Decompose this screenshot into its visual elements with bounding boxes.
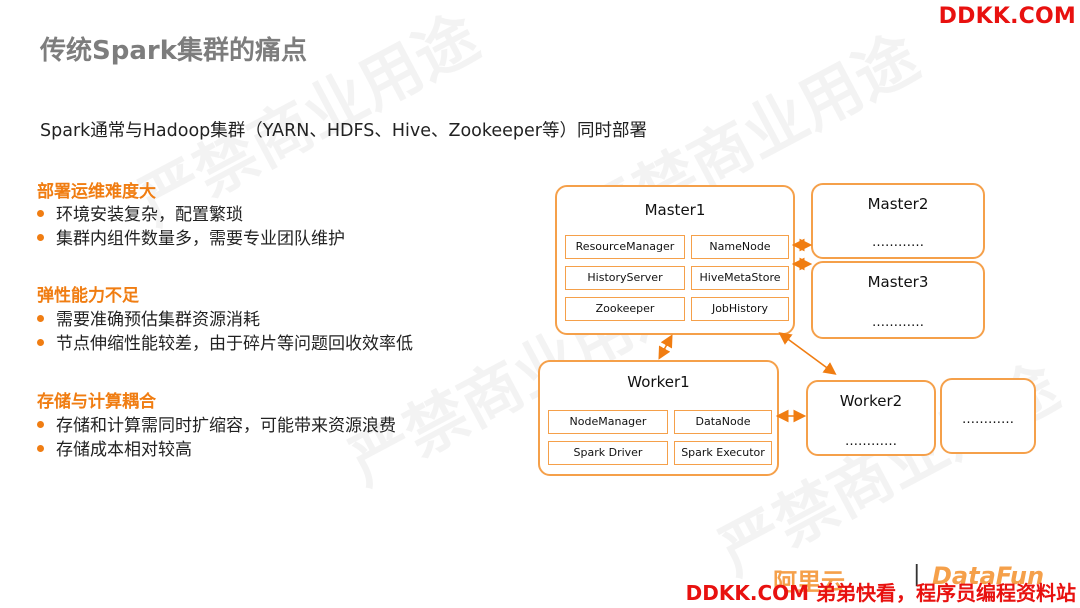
watermark-top: DDKK.COM — [938, 4, 1076, 29]
node-title: Master1 — [644, 201, 706, 219]
bullet-item: 环境安装复杂，配置繁琐 — [37, 200, 243, 225]
component-box: Spark Driver — [548, 441, 668, 465]
section-heading: 部署运维难度大 — [37, 182, 156, 202]
watermark-bottom: DDKK.COM 弟弟快看，程序员编程资料站 — [685, 581, 1076, 605]
node-title: Worker1 — [627, 373, 690, 391]
slide-title: 传统Spark集群的痛点 — [40, 36, 307, 66]
section-heading: 存储与计算耦合 — [37, 392, 156, 412]
bullet-item: 存储成本相对较高 — [37, 435, 192, 460]
arrow-master1-worker1 — [658, 334, 673, 360]
master2-box: Master2 ………… — [811, 183, 985, 259]
component-box: ResourceManager — [565, 235, 685, 259]
ellipsis-text: ………… — [845, 434, 897, 449]
aliyun-logo: 阿里云 — [773, 568, 845, 596]
bullet-dot-icon — [37, 444, 44, 452]
node-title: Master2 — [867, 195, 929, 213]
ellipsis-text: ………… — [962, 412, 1014, 427]
component-box: Spark Executor — [674, 441, 772, 465]
worker1-box: Worker1 NodeManager DataNode Spark Drive… — [538, 360, 779, 476]
bullet-dot-icon — [37, 314, 44, 322]
section-heading: 弹性能力不足 — [37, 286, 139, 306]
ellipsis-text: ………… — [872, 315, 924, 330]
ellipsis-text: ………… — [872, 235, 924, 250]
slide-subtitle: Spark通常与Hadoop集群（YARN、HDFS、Hive、Zookeepe… — [40, 121, 647, 141]
component-box: DataNode — [674, 410, 772, 434]
bullet-dot-icon — [37, 420, 44, 428]
bullet-item: 需要准确预估集群资源消耗 — [37, 305, 260, 330]
bullet-item: 集群内组件数量多，需要专业团队维护 — [37, 224, 345, 249]
component-box: NodeManager — [548, 410, 668, 434]
worker2-box: Worker2 ………… — [806, 380, 936, 456]
component-box: HistoryServer — [565, 266, 685, 290]
component-box: JobHistory — [691, 297, 789, 321]
component-box: Zookeeper — [565, 297, 685, 321]
datafun-logo: DataFun — [932, 562, 1045, 590]
node-title: Worker2 — [839, 392, 903, 410]
arrow-master1-worker2 — [778, 332, 837, 375]
component-box: HiveMetaStore — [691, 266, 789, 290]
bullet-dot-icon — [37, 338, 44, 346]
bullet-item: 存储和计算需同时扩缩容，可能带来资源浪费 — [37, 411, 396, 436]
bullet-dot-icon — [37, 209, 44, 217]
bullet-item: 节点伸缩性能较差，由于碎片等问题回收效率低 — [37, 329, 413, 354]
node-title: Master3 — [867, 273, 929, 291]
extra-worker-box: ………… — [940, 378, 1036, 454]
component-box: NameNode — [691, 235, 789, 259]
bullet-dot-icon — [37, 233, 44, 241]
logo-separator: | — [913, 562, 921, 587]
master1-box: Master1 ResourceManager NameNode History… — [555, 185, 795, 335]
master3-box: Master3 ………… — [811, 261, 985, 339]
